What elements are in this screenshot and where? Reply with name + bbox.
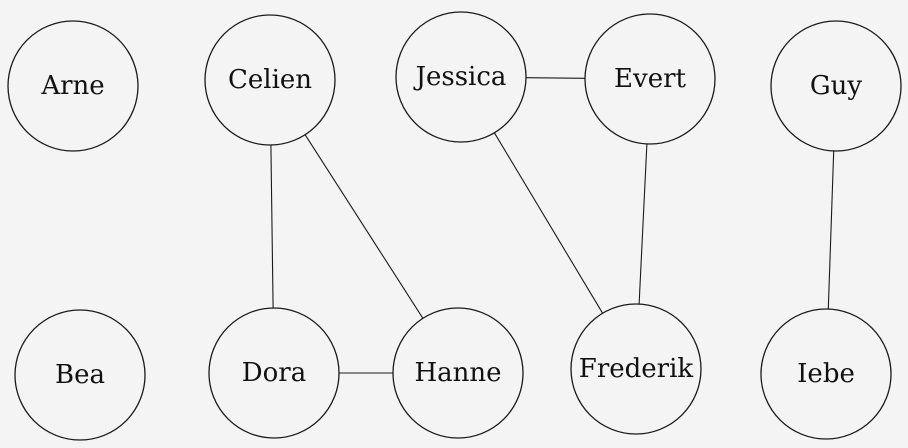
edge-celien-dora [270,144,274,309]
node-label: Arne [40,71,104,101]
edge-guy-iebe [827,150,835,310]
node-label: Frederik [579,354,694,384]
node-arne: Arne [7,20,139,152]
edge-jessica-frederik [493,132,604,314]
node-label: Hanne [414,358,501,388]
node-evert: Evert [584,13,716,145]
node-circle [760,308,892,440]
node-iebe: Iebe [760,308,892,440]
node-circle [14,309,146,441]
node-circle [7,20,139,152]
node-circle [208,307,340,439]
node-circle [770,20,902,152]
node-circle [584,13,716,145]
node-guy: Guy [770,20,902,152]
node-circle [570,303,702,435]
node-label: Guy [810,71,863,101]
edge-layer [270,77,835,374]
node-circle [395,11,527,143]
node-jessica: Jessica [395,11,527,143]
node-label: Dora [242,358,306,388]
node-circle [204,14,336,146]
edge-celien-hanne [304,134,424,319]
edge-evert-frederik [638,143,648,305]
node-celien: Celien [204,14,336,146]
edge-jessica-evert [525,77,586,79]
node-frederik: Frederik [570,303,702,435]
node-label: Iebe [797,359,855,389]
node-label: Celien [228,65,312,95]
node-label: Evert [614,64,686,94]
node-label: Bea [55,360,105,390]
node-hanne: Hanne [392,307,524,439]
node-circle [392,307,524,439]
node-label: Jessica [413,62,507,92]
node-dora: Dora [208,307,340,439]
node-bea: Bea [14,309,146,441]
